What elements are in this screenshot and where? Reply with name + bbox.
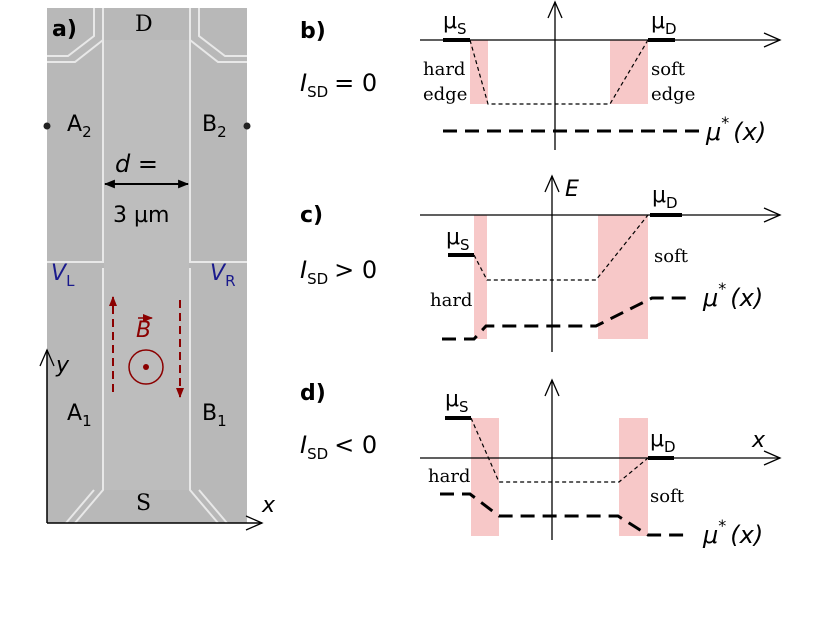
band-edge-profile: [469, 39, 649, 105]
soft-edge-label-2: edge: [651, 84, 695, 105]
mu-s-label: μS: [443, 9, 467, 38]
soft-edge-region: [598, 215, 648, 339]
panel-d-condition: ISD< 0: [300, 431, 377, 463]
panel-c-condition: ISD> 0: [300, 256, 377, 288]
mu-star-profile: [442, 296, 690, 341]
channel: [104, 40, 189, 490]
panel-a-label: a): [52, 17, 77, 42]
soft-edge-label: soft: [650, 486, 685, 507]
hard-edge-label: hard: [430, 290, 472, 311]
hard-edge-label: hard: [428, 466, 470, 487]
width-label: d =: [115, 150, 158, 178]
panel-b-condition: ISD= 0: [300, 69, 377, 101]
contact-a2: A2: [67, 112, 92, 141]
contact-dot-left: [43, 122, 51, 130]
mu-star-label: μ*(x): [705, 113, 766, 146]
field-label: B: [136, 318, 151, 343]
contact-a1: A1: [67, 401, 92, 430]
mu-s-label: μS: [446, 225, 470, 254]
soft-edge-label: soft: [654, 246, 689, 267]
panel-b: b) ISD= 0 μS μD hard edge soft edge μ*(x…: [300, 0, 782, 150]
hard-edge-region: [471, 418, 499, 536]
contact-dot-right: [243, 122, 251, 130]
panel-b-label: b): [300, 19, 326, 44]
contact-b1: B1: [202, 401, 227, 430]
axis-energy-label: E: [565, 177, 579, 202]
hard-edge-label-1: hard: [423, 59, 465, 80]
panel-d-label: d): [300, 381, 326, 406]
hard-edge-label-2: edge: [423, 84, 467, 105]
mu-d-label: μD: [650, 427, 676, 456]
gate-vl: VL: [51, 261, 75, 290]
axis-x-label: x: [751, 428, 766, 453]
mu-star-profile: [440, 492, 690, 537]
soft-edge-region: [619, 418, 648, 536]
axis-x-label: x: [261, 493, 276, 518]
axis-y-label: y: [55, 353, 70, 378]
panel-a: a) D S A2 B2 A1 B1 d = 3 µm VL VR B y x: [39, 8, 276, 531]
field-dot-icon: [143, 364, 149, 370]
contact-b2: B2: [202, 112, 227, 141]
mu-star-label: μ*(x): [702, 279, 763, 312]
gate-vr: VR: [210, 261, 236, 290]
mu-d-label: μD: [651, 9, 677, 38]
hard-edge-region: [474, 215, 487, 339]
panel-c-label: c): [300, 203, 323, 228]
mu-d-label: μD: [652, 183, 678, 212]
drain-label: D: [135, 12, 153, 37]
panel-c: c) ISD> 0 E μS μD hard soft μ*(x): [300, 174, 782, 352]
panel-d: d) ISD< 0 x μS μD hard soft μ*(x): [300, 378, 782, 549]
band-edge-profile: [473, 214, 649, 281]
field-out-of-plane-icon: [128, 349, 164, 385]
band-edge-profile: [470, 417, 649, 483]
mu-s-label: μS: [445, 387, 469, 416]
source-label: S: [136, 491, 151, 516]
soft-edge-label-1: soft: [651, 59, 686, 80]
width-value: 3 µm: [113, 203, 169, 228]
gate-electrodes: [47, 8, 247, 524]
mu-star-label: μ*(x): [702, 516, 763, 549]
